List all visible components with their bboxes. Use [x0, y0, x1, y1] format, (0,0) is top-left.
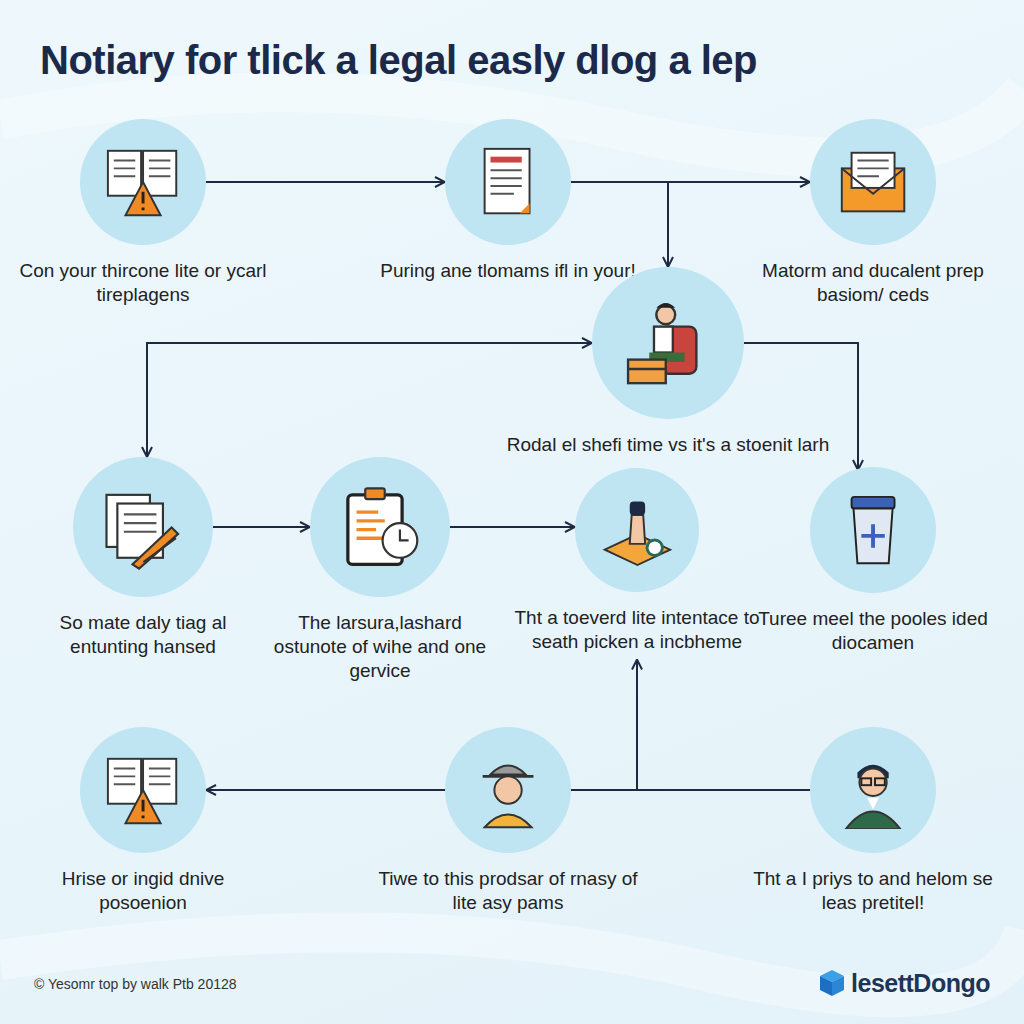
- step-caption: Con your thircone lite or ycarl tireplag…: [18, 259, 268, 307]
- step-caption: Tht a toeverd lite intentace to seath pi…: [507, 606, 767, 654]
- step-node: Rodal el shefi time vs it's a stoenit la…: [488, 267, 848, 457]
- step-node: Tht a toeverd lite intentace to seath pi…: [507, 468, 767, 654]
- step-circle: [810, 727, 936, 853]
- step-caption: Hrise or ingid dnive posoenion: [18, 867, 268, 915]
- step-node: Matorm and ducalent prep basiom/ ceds: [733, 119, 1013, 307]
- step-node: Turee meel the pooles ided diocamen: [758, 467, 988, 655]
- step-node: The larsura,lashard ostunote of wihe and…: [260, 457, 500, 682]
- flow-arrow: [450, 526, 575, 528]
- step-icon: [469, 143, 547, 221]
- step-icon: [834, 491, 912, 569]
- flow-arrow: [206, 181, 445, 183]
- step-caption: Turee meel the pooles ided diocamen: [758, 607, 988, 655]
- step-circle: [592, 267, 744, 419]
- step-icon: [599, 492, 676, 569]
- step-node: So mate daly tiag al entunting hansed: [18, 457, 268, 659]
- step-caption: Puring ane tlomams ifl in your!: [378, 259, 638, 283]
- step-icon: [104, 143, 182, 221]
- step-circle: [445, 727, 571, 853]
- step-caption: Tiwe to this prodsar of rnasy of lite as…: [378, 867, 638, 915]
- step-circle: [810, 119, 936, 245]
- step-caption: Tht a I priys to and helom se leas preti…: [748, 867, 998, 915]
- step-circle: [73, 457, 213, 597]
- flow-arrow: [213, 526, 310, 528]
- flow-arrow: [637, 660, 810, 791]
- step-icon: [834, 751, 912, 829]
- step-icon: [834, 143, 912, 221]
- title: Notiary for tlick a legal easly dlog a l…: [40, 38, 1000, 83]
- step-icon: [469, 751, 547, 829]
- step-node: Puring ane tlomams ifl in your!: [378, 119, 638, 283]
- step-circle: [445, 119, 571, 245]
- logo-cube: [817, 968, 847, 998]
- step-circle: [575, 468, 699, 592]
- step-node: Con your thircone lite or ycarl tireplag…: [18, 119, 268, 307]
- step-node: Hrise or ingid dnive posoenion: [18, 727, 268, 915]
- step-icon: [621, 296, 715, 390]
- step-caption: Matorm and ducalent prep basiom/ ceds: [733, 259, 1013, 307]
- step-caption: The larsura,lashard ostunote of wihe and…: [260, 611, 500, 682]
- step-circle: [80, 727, 206, 853]
- step-caption: So mate daly tiag al entunting hansed: [18, 611, 268, 659]
- step-circle: [80, 119, 206, 245]
- step-node: Tht a I priys to and helom se leas preti…: [748, 727, 998, 915]
- step-circle: [810, 467, 936, 593]
- step-icon: [337, 484, 424, 571]
- logo-text: lesettDongo: [851, 969, 990, 998]
- step-caption: Rodal el shefi time vs it's a stoenit la…: [488, 433, 848, 457]
- step-icon: [104, 751, 182, 829]
- logo: lesettDongo: [817, 968, 990, 998]
- copyright-note: © Yesomr top by walk Ptb 20128: [34, 976, 237, 992]
- flow-arrow: [571, 182, 668, 267]
- step-circle: [310, 457, 450, 597]
- step-node: Tiwe to this prodsar of rnasy of lite as…: [378, 727, 638, 915]
- step-icon: [100, 484, 187, 571]
